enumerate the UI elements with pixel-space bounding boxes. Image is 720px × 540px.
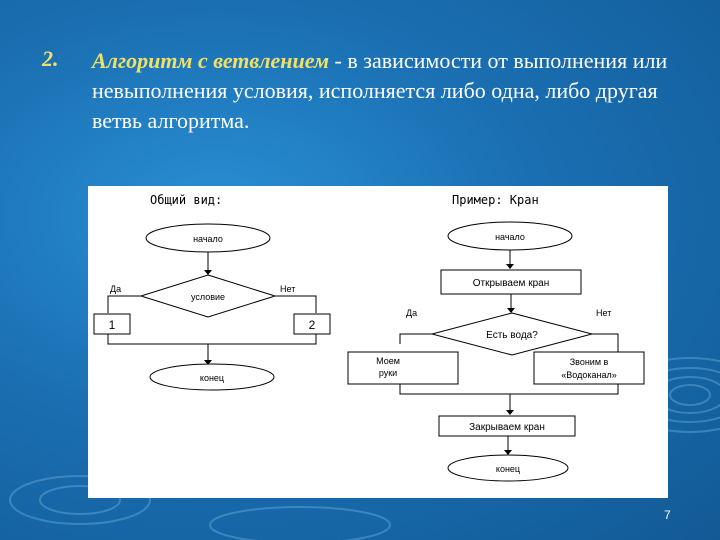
general-branch2-box [293, 313, 331, 335]
definition-paragraph: Алгоритм с ветвлением - в зависимости от… [92, 46, 682, 136]
general-arrowhead-2 [204, 360, 212, 365]
example-call-utility-box [533, 351, 645, 385]
example-condition-label: Есть вода? [486, 330, 538, 341]
example-merge-line [399, 384, 619, 395]
general-merge-line [107, 334, 317, 345]
example-start-label: начало [495, 232, 525, 242]
example-arrowhead-3 [506, 410, 514, 415]
general-arrowhead-1 [204, 270, 212, 275]
example-end-label: конец [496, 464, 520, 474]
page-number: 7 [664, 508, 671, 522]
example-condition-diamond [430, 312, 594, 356]
example-no-line [592, 333, 619, 352]
example-arrowhead-4 [504, 450, 512, 455]
general-condition-label: условие [191, 292, 225, 302]
example-end-terminator [447, 454, 569, 482]
general-end-terminator [149, 363, 275, 391]
definition-text: - в зависимости от выполнения или невыпо… [92, 48, 668, 133]
example-close-tap-box [438, 415, 576, 437]
example-arrowhead-1 [506, 264, 514, 269]
example-yes-label: Да [406, 308, 417, 318]
example-call-utility-line2: «Водоканал» [561, 370, 616, 380]
example-wash-hands-line1: Моем [376, 356, 400, 366]
general-start-label: начало [193, 234, 223, 244]
example-call-utility-line1: Звоним в [570, 357, 609, 367]
example-wash-hands-box [347, 351, 459, 385]
general-branch1-box [93, 313, 131, 335]
example-wash-hands-line2: руки [379, 368, 397, 378]
example-flowchart: Пример: Кран начало Открываем кран Есть … [347, 193, 645, 482]
example-close-tap-label: Закрываем кран [469, 422, 545, 433]
general-yes-label: Да [110, 284, 121, 294]
example-title: Пример: Кран [452, 193, 539, 207]
general-end-label: конец [200, 373, 224, 383]
example-open-tap-label: Открываем кран [473, 278, 549, 289]
definition-term: Алгоритм с ветвлением [92, 48, 330, 73]
general-yes-line [107, 295, 141, 313]
general-branch2-label: 2 [309, 318, 316, 332]
general-no-line [275, 295, 317, 313]
example-no-label: Нет [596, 308, 611, 318]
example-yes-line [399, 333, 432, 344]
general-flowchart: Общий вид: начало условие Да Нет 1 2 кон… [93, 193, 331, 391]
general-no-label: Нет [280, 284, 295, 294]
general-title: Общий вид: [150, 193, 222, 207]
example-arrowhead-2 [507, 308, 515, 313]
general-branch1-label: 1 [109, 318, 116, 332]
item-number: 2. [42, 46, 59, 71]
flowchart-figure: Общий вид: начало условие Да Нет 1 2 кон… [88, 186, 668, 498]
general-condition-diamond [139, 274, 277, 318]
